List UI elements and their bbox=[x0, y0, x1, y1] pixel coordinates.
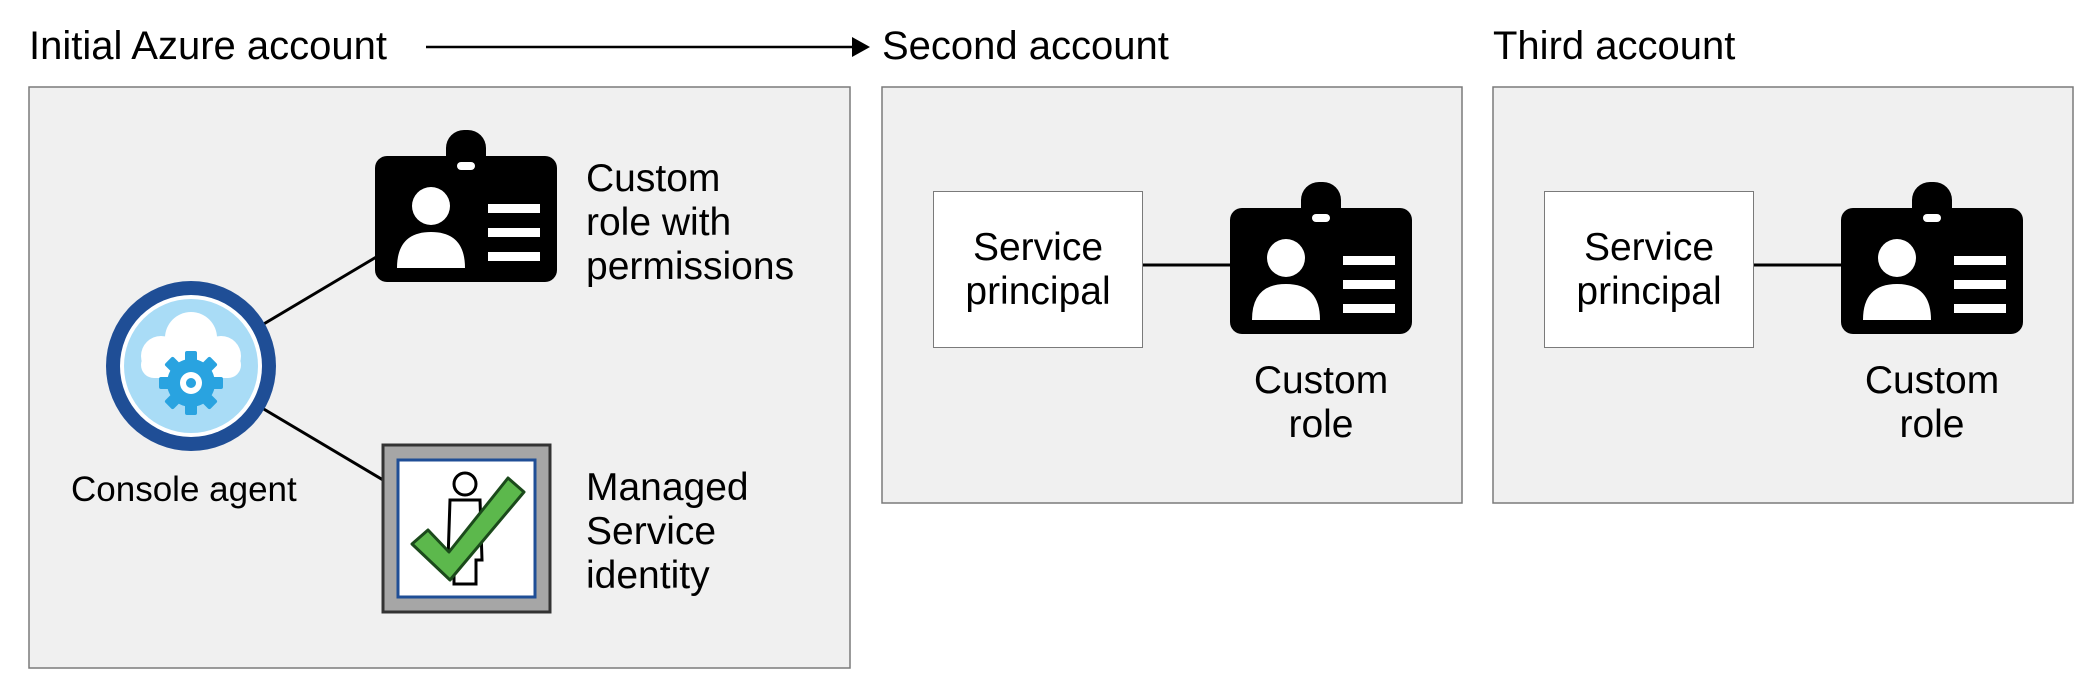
custom-role-label: Custom role bbox=[1864, 359, 2000, 446]
third-account-title: Third account bbox=[1493, 24, 1736, 68]
account-arrow bbox=[426, 37, 870, 57]
custom-role-with-permissions-label: Custom role with permissions bbox=[586, 157, 795, 288]
console-agent-label: Console agent bbox=[71, 470, 297, 509]
second-account-title: Second account bbox=[882, 24, 1169, 68]
managed-identity-check-icon bbox=[381, 443, 552, 614]
connector-agent-custom-role bbox=[261, 254, 379, 327]
initial-account-title: Initial Azure account bbox=[29, 24, 387, 68]
managed-service-identity-label: Managed Service identity bbox=[586, 466, 749, 597]
custom-role-label: Custom role bbox=[1253, 359, 1389, 446]
service-principal-box: Service principal bbox=[1544, 191, 1754, 348]
connector-agent-msi bbox=[261, 406, 384, 482]
cloud-gear-icon bbox=[106, 281, 276, 451]
service-principal-box: Service principal bbox=[933, 191, 1143, 348]
